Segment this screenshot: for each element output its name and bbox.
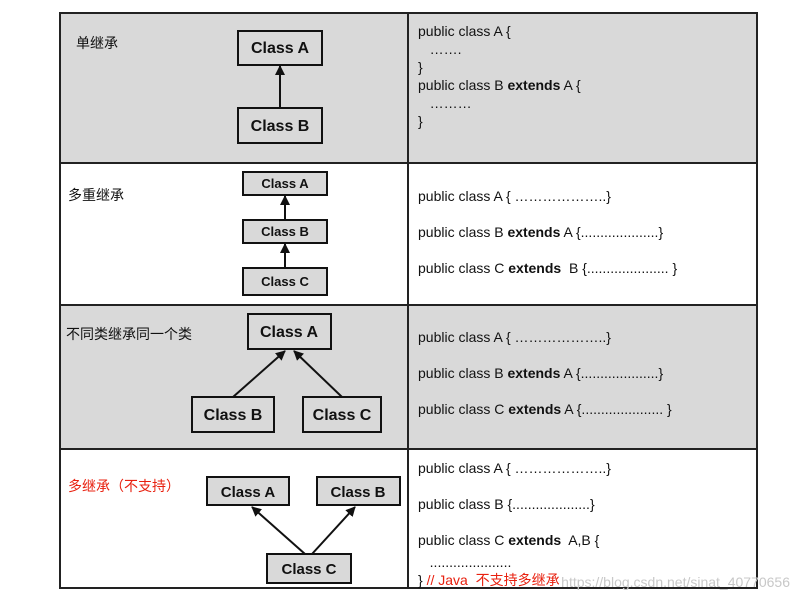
- code-segment: // Java 不支持多继承: [427, 572, 560, 588]
- row-1-code-line-4: public class B extends A {: [418, 77, 581, 93]
- row-1-class-b-box: [237, 107, 323, 144]
- row-4-code-line-2: public class B {....................}: [418, 496, 595, 512]
- code-segment: extends: [508, 260, 561, 276]
- row-2-class-b-label: Class B: [261, 224, 309, 239]
- code-segment: public class C: [418, 401, 508, 417]
- code-segment: public class A { ………………..}: [418, 329, 611, 345]
- row-4-arrow-c-to-b: [311, 506, 356, 555]
- row-4-class-a-box: [206, 476, 290, 506]
- code-segment: public class A { ………………..}: [418, 460, 611, 476]
- row-2-code-line-1: public class A { ………………..}: [418, 188, 611, 204]
- row-3-class-a-label: Class A: [260, 324, 319, 341]
- code-segment: …….: [418, 41, 462, 57]
- row-2-class-a-label: Class A: [261, 176, 309, 191]
- row-1-code-line-5: ………: [418, 95, 472, 111]
- code-segment: A {: [560, 77, 581, 93]
- row-2-code-line-3: public class C extends B {..............…: [418, 260, 677, 276]
- row-3-arrow-b-to-a: [232, 350, 286, 398]
- code-segment: extends: [507, 224, 560, 240]
- row-1-label: 单继承: [76, 35, 118, 51]
- row-2-label: 多重继承: [68, 187, 124, 203]
- code-segment: }: [418, 59, 423, 75]
- row-3-class-a-box: [247, 313, 332, 350]
- row-4-code-line-3: public class C extends A,B {: [418, 532, 600, 548]
- code-segment: ………: [418, 95, 472, 111]
- row-3-code-line-1: public class A { ………………..}: [418, 329, 611, 345]
- row-1-diagram: Class A Class B: [237, 30, 323, 144]
- row-2-diagram: Class A Class B Class C: [242, 171, 328, 296]
- row-4-class-c-box: [266, 553, 352, 584]
- code-segment: .....................: [418, 554, 511, 570]
- code-segment: B {..................... }: [561, 260, 677, 276]
- code-segment: public class C: [418, 260, 508, 276]
- code-segment: public class A { ………………..}: [418, 188, 611, 204]
- code-column: public class A { …….} public class B exte…: [418, 23, 677, 588]
- row-3-class-c-box: [302, 396, 382, 433]
- code-segment: A,B {: [561, 532, 599, 548]
- row-3-label: 不同类继承同一个类: [66, 326, 192, 342]
- row-4-arrow-c-to-a: [251, 506, 306, 555]
- code-segment: public class B: [418, 365, 507, 381]
- code-segment: A {....................}: [560, 365, 663, 381]
- row-3-arrow-c-to-a: [293, 350, 343, 398]
- code-segment: extends: [508, 401, 561, 417]
- row-4-class-c-label: Class C: [281, 561, 336, 578]
- row-4-code-line-5: } // Java 不支持多继承: [418, 572, 560, 588]
- row-1-code-line-6: }: [418, 113, 423, 129]
- row-4-class-b-box: [316, 476, 401, 506]
- code-segment: public class B: [418, 224, 507, 240]
- row-1-class-b-label: Class B: [251, 118, 310, 135]
- row-2-code-line-2: public class B extends A {..............…: [418, 224, 663, 240]
- row-4-label: 多继承（不支持）: [68, 478, 180, 494]
- row-4-class-a-label: Class A: [221, 484, 276, 501]
- code-segment: }: [418, 572, 427, 588]
- code-segment: A {..................... }: [561, 401, 672, 417]
- row-4-code-line-4: .....................: [418, 554, 511, 570]
- code-segment: public class B {....................}: [418, 496, 595, 512]
- row-1-code-line-3: }: [418, 59, 423, 75]
- row-3-code-line-3: public class C extends A {..............…: [418, 401, 672, 417]
- code-segment: extends: [508, 532, 561, 548]
- code-segment: extends: [507, 77, 560, 93]
- row-4-class-b-label: Class B: [330, 484, 385, 501]
- code-segment: extends: [507, 365, 560, 381]
- row-3-class-b-box: [191, 396, 275, 433]
- row-3-diagram: Class A Class B Class C: [191, 313, 382, 433]
- row-1-code-line-1: public class A {: [418, 23, 511, 39]
- row-1-class-a-label: Class A: [251, 40, 310, 57]
- row-2-class-c-label: Class C: [261, 274, 309, 289]
- row-1-code-line-2: …….: [418, 41, 462, 57]
- code-segment: A {....................}: [560, 224, 663, 240]
- row-4-code-line-1: public class A { ………………..}: [418, 460, 611, 476]
- row-2-class-c-box: [242, 267, 328, 296]
- code-segment: public class C: [418, 532, 508, 548]
- row-3-code-line-2: public class B extends A {..............…: [418, 365, 663, 381]
- code-segment: public class A {: [418, 23, 511, 39]
- row-3-class-b-label: Class B: [204, 407, 263, 424]
- row-4-diagram: Class A Class B Class C: [206, 476, 401, 584]
- code-segment: }: [418, 113, 423, 129]
- row-3-class-c-label: Class C: [313, 407, 372, 424]
- code-segment: public class B: [418, 77, 507, 93]
- watermark: https://blog.csdn.net/sinat_40770656: [561, 574, 790, 590]
